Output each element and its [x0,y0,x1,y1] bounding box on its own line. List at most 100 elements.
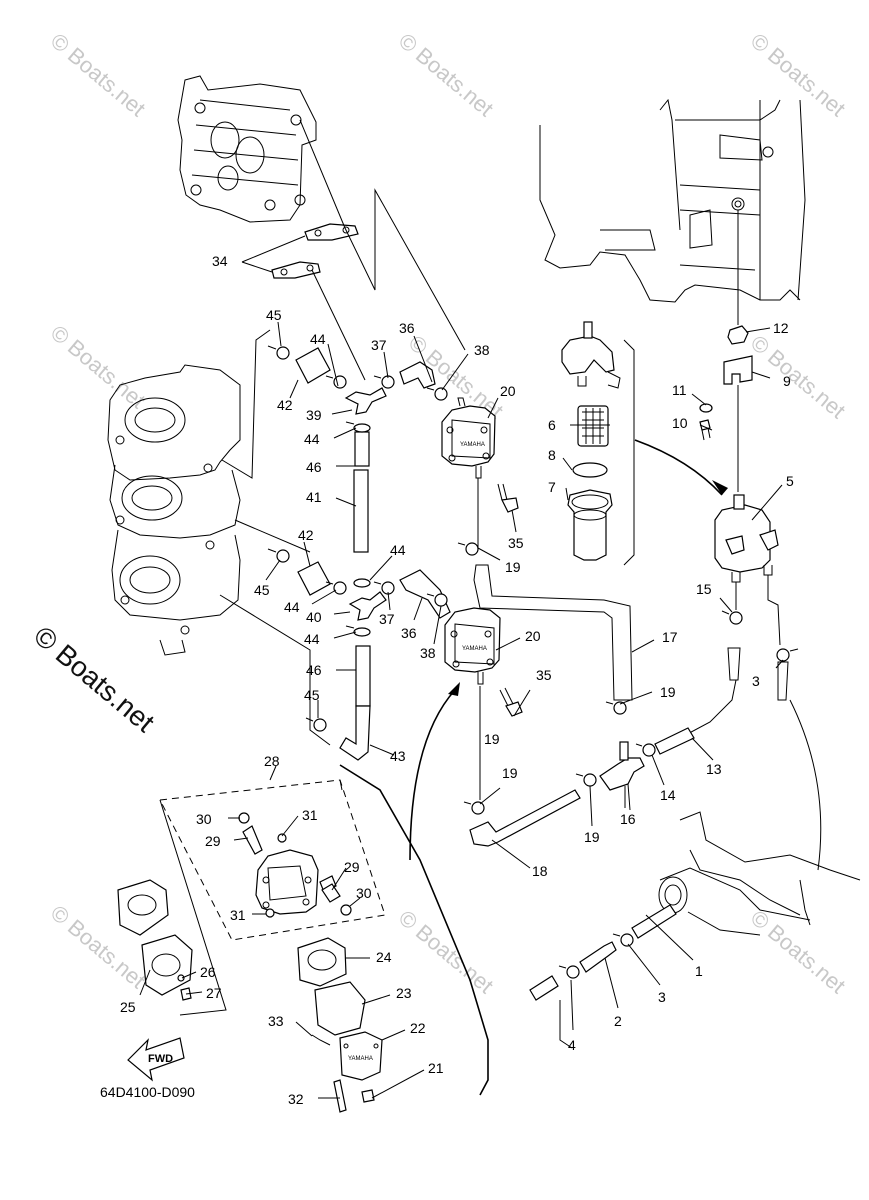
fitting-29-upper [242,825,263,855]
o-ring-8 [572,462,608,478]
part-label-5: 5 [786,473,794,489]
connector-2 [579,941,617,973]
part-label-44: 44 [304,431,320,447]
part-label-9: 9 [783,373,791,389]
part-label-18: 18 [532,863,548,879]
hose-42-lower [297,561,331,596]
bolt-10 [699,419,711,441]
part-label-3: 3 [658,989,666,1005]
part-label-45: 45 [254,582,270,598]
part-label-44: 44 [304,631,320,647]
pump-body-28 [255,849,337,915]
part-label-6: 6 [548,417,556,433]
part-label-36: 36 [399,320,415,336]
part-label-26: 26 [200,964,216,980]
part-label-19: 19 [484,731,500,747]
hose-42-upper [295,347,331,384]
screw-30-upper [238,812,250,824]
part-label-41: 41 [306,489,322,505]
part-label-28: 28 [264,753,280,769]
part-label-35: 35 [508,535,524,551]
part-label-23: 23 [396,985,412,1001]
joint-40 [348,591,387,621]
part-label-16: 16 [620,811,636,827]
part-label-29: 29 [344,859,360,875]
fuel-filter-5 [714,494,779,583]
pump-brand-text: YAMAHA [348,1056,373,1062]
lower-unit-housing [658,811,861,936]
part-label-37: 37 [379,611,395,627]
part-label-34: 34 [212,253,228,269]
hose-36-lower [399,569,451,619]
hose-17 [473,564,633,701]
filter-cap-bracket [561,321,621,389]
mounting-bracket [539,98,806,303]
filter-element-6 [577,405,609,447]
diagram-code: 64D4100-D090 [100,1084,195,1100]
joint-39 [344,387,387,415]
part-label-44: 44 [390,542,406,558]
leader-lines [139,321,784,1099]
part-label-30: 30 [356,885,372,901]
pump-brand-text: YAMAHA [462,646,487,652]
arrow-to-filter [634,439,723,496]
diaphragm-24 [297,937,347,987]
gasket-plates-left [117,879,193,1001]
part-label-24: 24 [376,949,392,965]
filter-cup-7 [567,489,613,561]
bolt-35-lower [499,687,523,717]
part-label-46: 46 [306,662,322,678]
intake-silencer-bodies [107,364,241,656]
part-label-27: 27 [206,985,222,1001]
bracket-9 [723,355,753,385]
part-label-32: 32 [288,1091,304,1107]
part-label-42: 42 [298,527,314,543]
part-label-21: 21 [428,1060,444,1076]
pin-32 [333,1079,347,1113]
hose-13 [654,727,695,755]
fuel-pump-upper: YAMAHA [441,397,496,479]
part-label-11: 11 [672,382,687,398]
part-label-40: 40 [306,609,322,625]
part-label-42: 42 [277,397,293,413]
part-label-25: 25 [120,999,136,1015]
pump-cover-22: YAMAHA [339,1031,383,1081]
part-label-33: 33 [268,1013,284,1029]
part-label-38: 38 [474,342,490,358]
part-label-38: 38 [420,645,436,661]
hose-end-left [529,975,559,1001]
part-label-46: 46 [306,459,322,475]
fwd-arrow-icon: FWD [127,1037,185,1082]
fuel-pump-lower: YAMAHA [444,607,501,685]
part-label-44: 44 [284,599,300,615]
part-label-39: 39 [306,407,322,423]
nut-12 [727,325,749,345]
part-label-20: 20 [525,628,541,644]
part-label-4: 4 [568,1037,576,1053]
bracket-line [339,764,489,1096]
part-label-22: 22 [410,1020,426,1036]
part-label-44: 44 [310,331,326,347]
part-label-13: 13 [706,761,722,777]
part-label-29: 29 [205,833,221,849]
hose-1 [631,904,677,939]
part-label-36: 36 [401,625,417,641]
part-label-45: 45 [266,307,282,323]
part-label-31: 31 [302,807,318,823]
part-label-14: 14 [660,787,676,803]
part-label-35: 35 [536,667,552,683]
part-label-19: 19 [660,684,676,700]
part-label-19: 19 [502,765,518,781]
part-label-10: 10 [672,415,688,431]
part-label-19: 19 [584,829,600,845]
hose-43 [339,705,371,761]
part-label-8: 8 [548,447,556,463]
part-label-19: 19 [505,559,521,575]
bolt-35-upper [497,483,519,513]
part-label-2: 2 [614,1013,622,1029]
part-label-3: 3 [752,673,760,689]
washer-31-upper [277,833,287,843]
arrow-to-pump [409,689,456,861]
part-labels: 1 2 3 3 4 5 6 7 8 9 10 11 12 13 14 15 16… [120,253,794,1107]
